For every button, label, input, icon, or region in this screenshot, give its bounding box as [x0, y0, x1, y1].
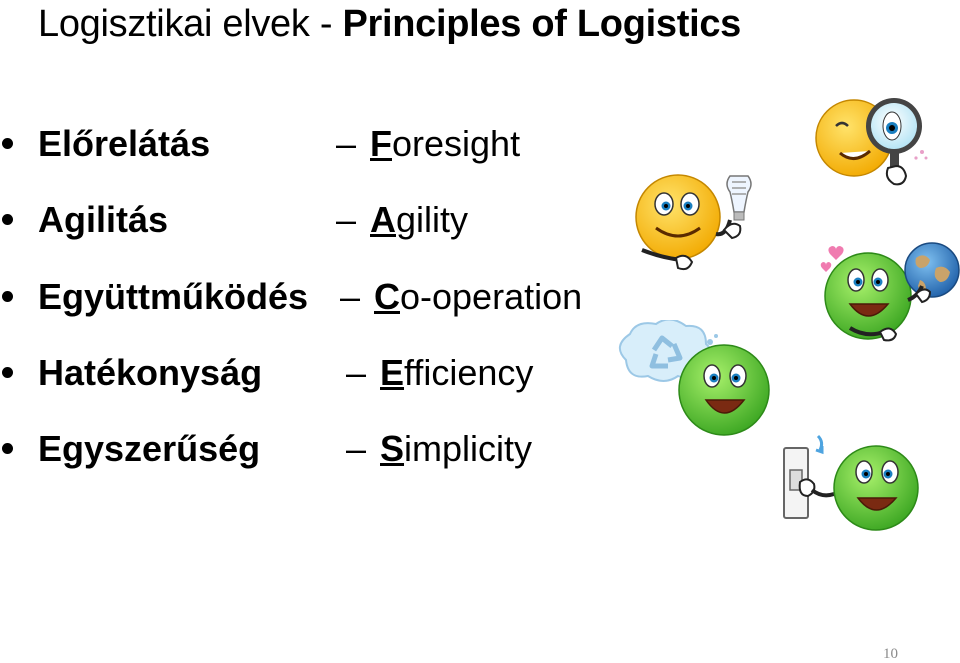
principle-initial: E: [380, 352, 405, 393]
title-hungarian: Logisztikai elvek -: [38, 3, 343, 45]
principle-english: Foresight: [370, 121, 520, 167]
principle-hungarian: Agilitás: [38, 199, 169, 240]
principle-dash: –: [336, 123, 357, 164]
principle-hungarian: Egyszerűség: [38, 428, 261, 469]
principle-rest: fficiency: [404, 352, 534, 393]
principle-dash: –: [346, 428, 367, 469]
principle-rest: o-operation: [400, 276, 583, 317]
principle-initial: S: [380, 428, 405, 469]
bullet-icon: [2, 214, 13, 225]
smiley-magnifier-icon: [815, 98, 928, 186]
principle-rest: gility: [396, 199, 469, 240]
smiley-light-switch-icon: [783, 434, 919, 531]
page-number: 10: [883, 646, 898, 662]
principle-initial: A: [370, 199, 396, 240]
principle-dash: –: [340, 276, 361, 317]
title-english: Principles of Logistics: [342, 3, 741, 45]
principle-english: Simplicity: [380, 426, 532, 472]
slide-title: Logisztikai elvek - Principles of Logist…: [38, 0, 741, 48]
principle-english: Agility: [370, 197, 468, 243]
smiley-globe-icon: [820, 242, 960, 342]
principle-dash: –: [346, 352, 367, 393]
bullet-icon: [2, 138, 13, 149]
smiley-recycle-icon: [619, 320, 770, 436]
principle-initial: F: [370, 123, 392, 164]
bullet-icon: [2, 443, 13, 454]
principle-dash: –: [336, 199, 357, 240]
bullet-icon: [2, 291, 13, 302]
smiley-lightbulb-icon: [635, 174, 752, 271]
principle-hungarian: Együttműködés: [38, 276, 309, 317]
principle-initial: C: [374, 276, 400, 317]
principle-hungarian: Előrelátás: [38, 123, 211, 164]
principle-rest: oresight: [392, 123, 521, 164]
principle-hungarian: Hatékonyság: [38, 352, 263, 393]
principle-rest: implicity: [404, 428, 533, 469]
bullet-icon: [2, 367, 13, 378]
principle-english: Co-operation: [374, 274, 582, 320]
principle-english: Efficiency: [380, 350, 533, 396]
